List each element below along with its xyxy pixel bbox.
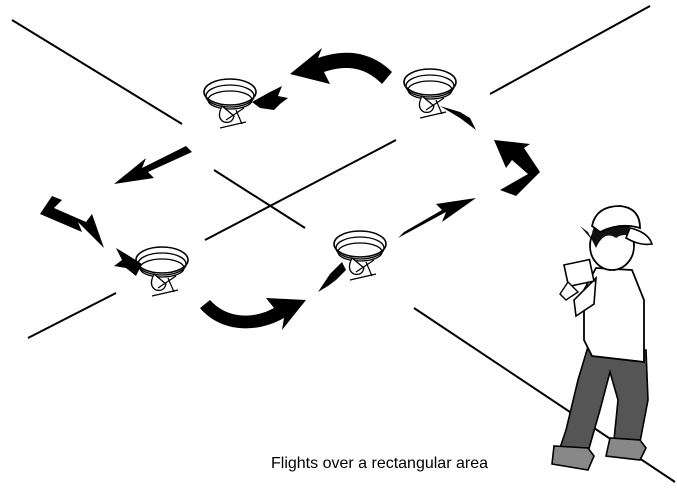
pilot-figure [551, 205, 654, 471]
direction-arrow-icon [290, 48, 392, 84]
flight-line [27, 292, 117, 339]
figure-caption: Flights over a rectangular area [271, 455, 488, 472]
flight-line [11, 19, 183, 125]
drone-icon [318, 230, 387, 292]
flight-line [204, 139, 397, 241]
drone-icon [403, 68, 476, 130]
flight-line [213, 169, 306, 229]
direction-arrows [40, 48, 540, 330]
drone-icon [203, 78, 288, 129]
direction-arrow-icon [114, 146, 192, 184]
flight-line [489, 5, 651, 95]
direction-arrow-icon [200, 298, 306, 330]
drone-icon [114, 246, 189, 297]
direction-arrow-icon [40, 196, 104, 248]
direction-arrow-icon [398, 198, 476, 238]
direction-arrow-icon [494, 140, 540, 196]
